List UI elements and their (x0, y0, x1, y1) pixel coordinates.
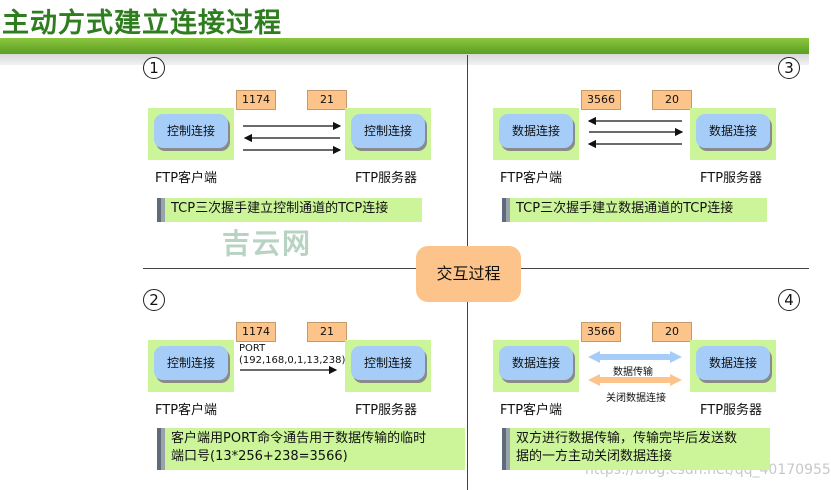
server-host: 数据连接 (690, 340, 776, 392)
step-note: TCP三次握手建立控制通道的TCP连接 (157, 198, 422, 222)
port-command: PORT (239, 343, 266, 354)
step-number: 2 (143, 289, 165, 311)
server-label: FTP服务器 (700, 403, 763, 418)
note-line: 据的一方主动关闭数据连接 (516, 449, 673, 464)
center-label: 交互过程 (416, 246, 521, 302)
client-label: FTP客户端 (500, 171, 563, 186)
step-note: 客户端用PORT命令通告用于数据传输的临时 端口号(13*256+238=356… (157, 428, 465, 470)
note-line: 端口号(13*256+238=3566) (171, 449, 348, 464)
step-note: TCP三次握手建立数据通道的TCP连接 (502, 198, 767, 222)
client-host: 数据连接 (493, 108, 579, 160)
note-line: 客户端用PORT命令通告用于数据传输的临时 (171, 431, 427, 446)
client-port: 1174 (236, 322, 276, 342)
step-number: 4 (778, 289, 800, 311)
client-port: 3566 (581, 90, 621, 110)
server-label: FTP服务器 (355, 171, 418, 186)
server-port: 21 (307, 322, 347, 342)
server-port: 20 (652, 322, 692, 342)
control-connection-box: 控制连接 (154, 346, 228, 380)
server-port: 20 (652, 90, 692, 110)
step-number: 1 (143, 57, 165, 79)
control-connection-box: 控制连接 (154, 114, 228, 148)
server-host: 控制连接 (345, 340, 431, 392)
close-connection-label: 关闭数据连接 (606, 393, 666, 404)
control-connection-box: 控制连接 (351, 346, 425, 380)
control-connection-box: 控制连接 (351, 114, 425, 148)
title-band (0, 38, 809, 54)
data-connection-box: 数据连接 (499, 114, 573, 148)
data-transfer-label: 数据传输 (613, 367, 653, 378)
client-label: FTP客户端 (500, 403, 563, 418)
client-label: FTP客户端 (155, 171, 218, 186)
note-line: 双方进行数据传输，传输完毕后发送数 (516, 431, 738, 446)
data-connection-box: 数据连接 (499, 346, 573, 380)
client-port: 1174 (236, 90, 276, 110)
close-connection-arrow (588, 374, 682, 386)
client-host: 控制连接 (148, 108, 234, 160)
client-port: 3566 (581, 322, 621, 342)
server-label: FTP服务器 (700, 171, 763, 186)
data-transfer-arrow (588, 351, 682, 363)
server-port: 21 (307, 90, 347, 110)
server-host: 数据连接 (690, 108, 776, 160)
horizontal-divider-left (143, 268, 416, 269)
server-host: 控制连接 (345, 108, 431, 160)
arrows-layer (240, 116, 684, 386)
title-shadow (0, 54, 809, 65)
page-title: 主动方式建立连接过程 (2, 8, 282, 39)
data-connection-box: 数据连接 (696, 346, 770, 380)
data-connection-box: 数据连接 (696, 114, 770, 148)
step-note: 双方进行数据传输，传输完毕后发送数 据的一方主动关闭数据连接 (502, 428, 770, 470)
step-number: 3 (778, 57, 800, 79)
client-label: FTP客户端 (155, 403, 218, 418)
port-command-args: (192,168,0,1,13,238) (239, 355, 346, 366)
client-host: 控制连接 (148, 340, 234, 392)
client-host: 数据连接 (493, 340, 579, 392)
server-label: FTP服务器 (355, 403, 418, 418)
watermark: 吉云网 (222, 227, 313, 260)
horizontal-divider-right (521, 268, 809, 269)
